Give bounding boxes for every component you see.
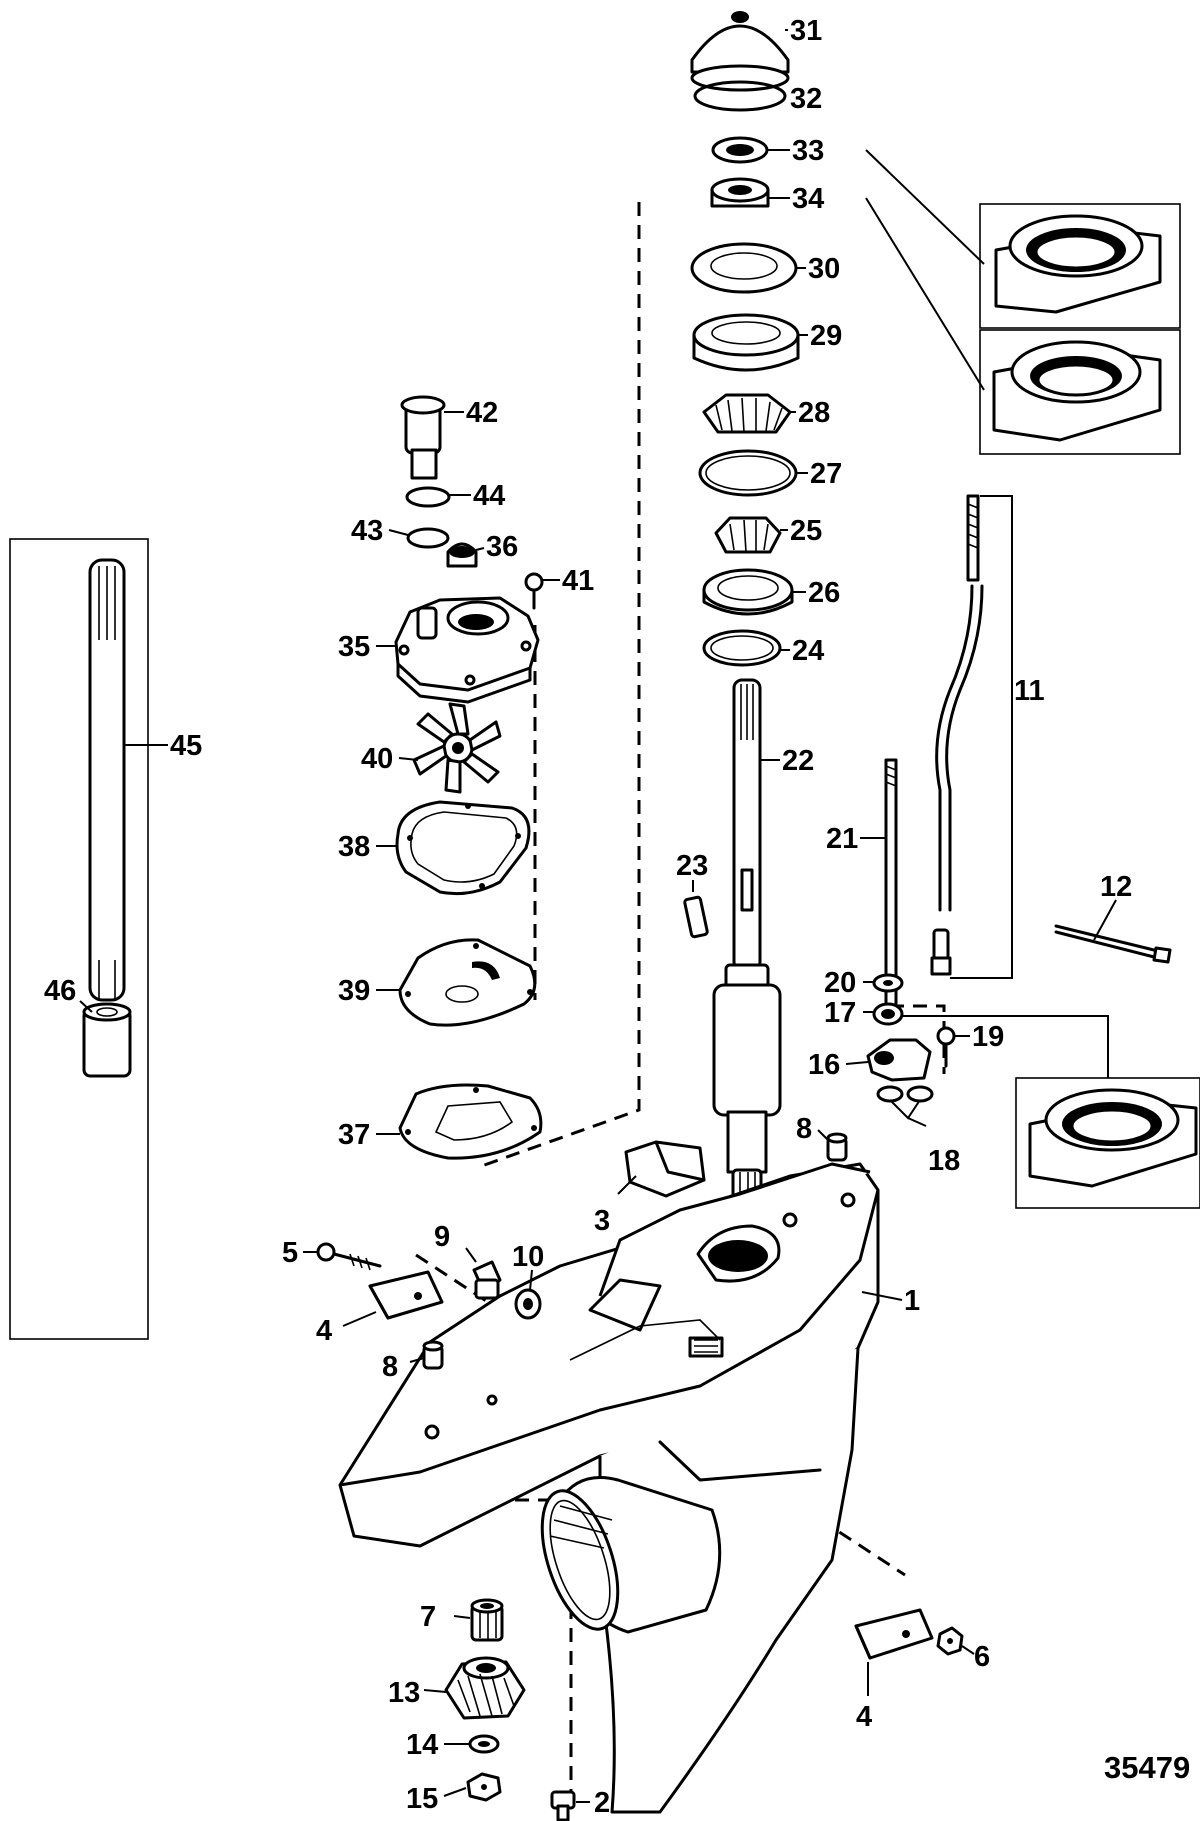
label-part-11: 11 [1014,675,1045,707]
label-part-28: 28 [798,397,830,429]
label-part-39: 39 [338,975,370,1007]
label-part-20: 20 [824,967,856,999]
driveshaft-box [9,538,168,1340]
label-part-33: 33 [792,135,824,167]
label-part-8b: 8 [382,1351,398,1383]
label-part-1: 1 [904,1285,920,1317]
label-part-12: 12 [1100,871,1132,903]
label-part-35: 35 [338,631,370,663]
label-part-8a: 8 [796,1113,812,1145]
label-part-21: 21 [826,823,858,855]
driveshaft [683,678,782,1212]
label-part-22: 22 [782,745,814,777]
water-pump-assembly [376,395,560,1160]
label-part-42: 42 [466,397,498,429]
label-part-37: 37 [338,1119,370,1151]
label-part-16: 16 [808,1049,840,1081]
label-part-46: 46 [44,975,76,1007]
label-part-10: 10 [512,1241,544,1273]
label-part-17: 17 [824,997,856,1029]
small-hardware [303,1129,975,1821]
label-part-24: 24 [792,635,824,667]
label-part-9: 9 [434,1221,450,1253]
label-part-5: 5 [282,1237,298,1269]
label-part-30: 30 [808,253,840,285]
label-part-43: 43 [351,515,383,547]
label-part-29: 29 [810,320,842,352]
label-part-7: 7 [420,1601,436,1633]
label-part-4b: 4 [856,1701,872,1733]
label-part-15: 15 [406,1783,438,1815]
label-part-23: 23 [676,850,708,882]
label-part-18: 18 [928,1145,960,1177]
detail-insets [865,149,1200,1209]
label-part-6: 6 [974,1641,990,1673]
label-part-41: 41 [562,565,594,597]
label-part-25: 25 [790,515,822,547]
label-part-4a: 4 [316,1315,332,1347]
label-part-38: 38 [338,831,370,863]
bearing-stack [690,11,808,667]
label-part-14: 14 [406,1729,438,1761]
label-part-36: 36 [486,531,518,563]
part-labels: 31 32 33 34 30 29 28 27 25 26 24 22 23 4… [44,15,1190,1819]
label-part-3: 3 [594,1205,610,1237]
label-part-34: 34 [792,183,824,215]
label-part-45: 45 [170,730,202,762]
label-part-13: 13 [388,1677,420,1709]
shift-assembly [845,494,1172,1127]
label-part-31: 31 [790,15,822,47]
label-part-2: 2 [594,1787,610,1819]
gear-housing [338,1162,903,1814]
label-part-26: 26 [808,577,840,609]
label-part-44: 44 [473,480,505,512]
label-part-19: 19 [972,1021,1004,1053]
label-part-32: 32 [790,83,822,115]
label-part-27: 27 [810,458,842,490]
drawing-number: 35479 [1104,1750,1190,1785]
label-part-40: 40 [361,743,393,775]
